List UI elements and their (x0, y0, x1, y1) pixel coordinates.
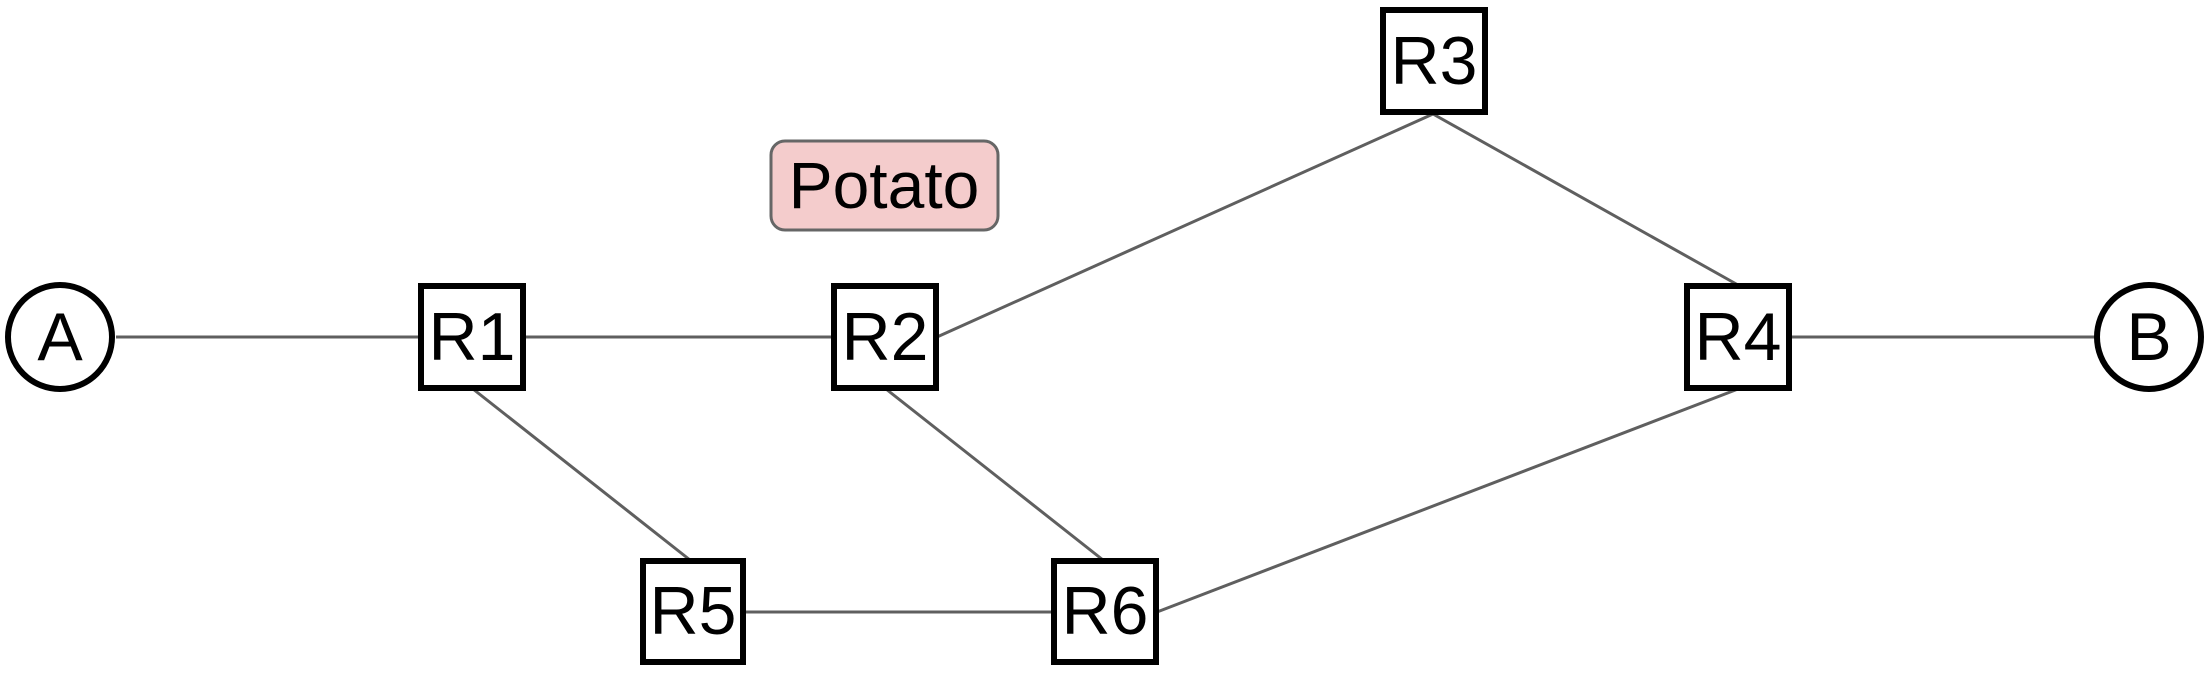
node-r2-shape (831, 283, 939, 391)
node-r2-label: R2 (842, 299, 929, 375)
node-r1-shape (418, 283, 526, 391)
node-r5[interactable]: R5 (640, 558, 746, 665)
node-r1-label: R1 (429, 299, 516, 375)
node-layer: A R1 R2 R3 R4 B R5 R6 (5, 7, 2204, 665)
node-r4-label: R4 (1695, 299, 1782, 375)
node-b[interactable]: B (2094, 282, 2204, 392)
edge-r3-r4 (1432, 112, 1739, 287)
node-b-label: B (2126, 299, 2171, 375)
node-r5-shape (640, 558, 746, 665)
node-r3[interactable]: R3 (1380, 7, 1488, 115)
edge-r2-r3 (936, 112, 1434, 339)
node-r4[interactable]: R4 (1684, 283, 1792, 391)
edge-layer (116, 112, 2097, 614)
node-r3-label: R3 (1391, 23, 1478, 99)
annotation-label: Potato (789, 148, 980, 222)
node-b-shape (2094, 282, 2204, 392)
node-a-shape (5, 282, 115, 392)
node-r6-label: R6 (1062, 573, 1149, 649)
annotation-box (769, 139, 1000, 232)
node-r1[interactable]: R1 (418, 283, 526, 391)
node-r4-shape (1684, 283, 1792, 391)
edge-r2-r6 (885, 387, 1104, 562)
node-r2[interactable]: R2 (831, 283, 939, 391)
annotation-potato: Potato (769, 139, 1000, 232)
edge-r1-r5 (472, 387, 691, 562)
node-r5-label: R5 (650, 573, 737, 649)
node-a[interactable]: A (5, 282, 115, 392)
node-r6-shape (1051, 558, 1159, 665)
node-r3-shape (1380, 7, 1488, 115)
edge-r6-r4 (1156, 387, 1739, 614)
node-r6[interactable]: R6 (1051, 558, 1159, 665)
node-a-label: A (37, 299, 83, 375)
